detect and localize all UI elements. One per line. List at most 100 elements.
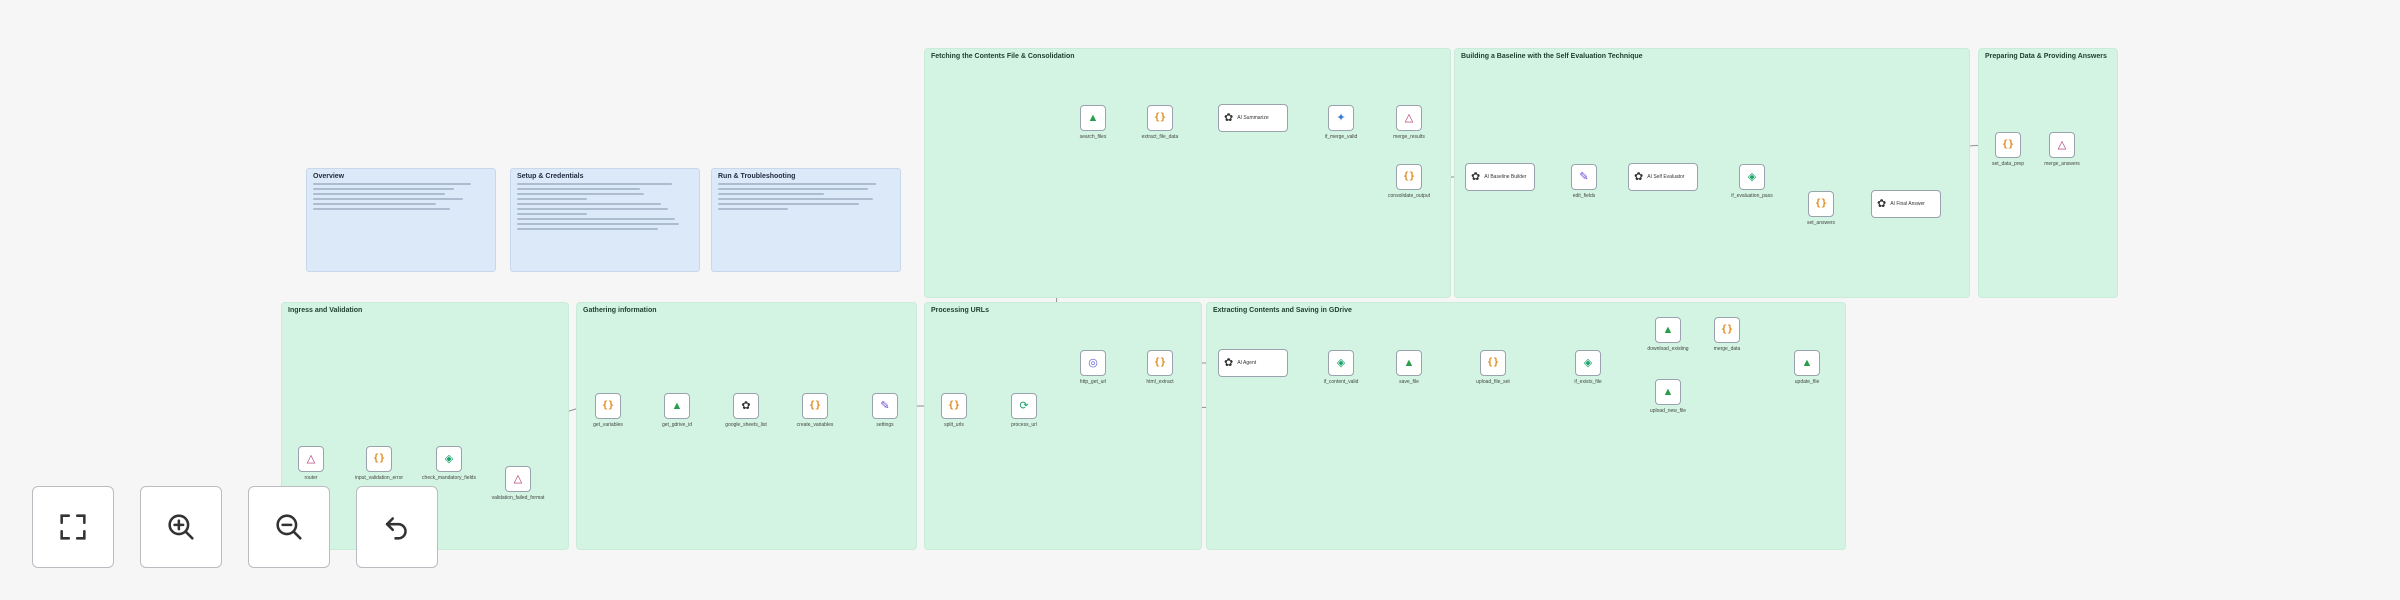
merge-answers-node[interactable]: △ (2049, 132, 2075, 158)
node-label: edit_fields (1572, 193, 1596, 199)
node-label: AI Self Evaluator (1647, 174, 1685, 180)
set-answers-node[interactable]: {} (1808, 191, 1834, 217)
ai-agent-icon: ✿ (1634, 170, 1644, 183)
summarize-node[interactable]: ✿AI Summarize (1218, 104, 1288, 132)
router-node[interactable]: △ (298, 446, 324, 472)
brace-icon: {} (1486, 357, 1500, 368)
google-drive-icon: ▲ (1662, 323, 1674, 336)
group-gathering: Gathering information (576, 302, 917, 550)
note-title: Overview (313, 173, 345, 180)
check-fields-node[interactable]: ◈ (436, 446, 462, 472)
brace-icon: {} (1720, 324, 1734, 335)
update-file-node[interactable]: ▲ (1794, 350, 1820, 376)
node-label: get_variables (593, 422, 623, 428)
consolidate-node[interactable]: {} (1396, 164, 1422, 190)
if-exists-node[interactable]: ◈ (1575, 350, 1601, 376)
ai-evaluator-node[interactable]: ✿AI Self Evaluator (1628, 163, 1698, 191)
node-label: split_urls (944, 422, 964, 428)
undo-button[interactable] (356, 486, 438, 568)
create-variables-node[interactable]: {} (802, 393, 828, 419)
validation-error-node[interactable]: △ (505, 466, 531, 492)
google-drive-icon: ▲ (1403, 356, 1415, 369)
edit-icon: ✎ (1579, 170, 1589, 183)
brace-icon: {} (2001, 139, 2015, 150)
brace-icon: {} (1153, 357, 1167, 368)
loop-icon: ⟳ (1019, 399, 1029, 412)
split-urls-node[interactable]: {} (941, 393, 967, 419)
node-label: AI Agent (1237, 360, 1257, 366)
note-run[interactable]: Run & Troubleshooting (711, 168, 901, 272)
group-fetching: Fetching the Contents File & Consolidati… (924, 48, 1451, 298)
google-drive-icon: ▲ (671, 399, 683, 412)
group-title: Ingress and Validation (288, 307, 363, 314)
ai-agent-icon: ✿ (1877, 197, 1887, 210)
node-label: if_evaluation_pass (1731, 193, 1773, 199)
node-label: consolidate_output (1388, 193, 1430, 199)
node-label: validation_failed_format (491, 495, 545, 501)
google-drive-icon: ▲ (1801, 356, 1813, 369)
zoom-in-icon (168, 514, 194, 540)
brace-icon: {} (947, 400, 961, 411)
node-label: AI Baseline Builder (1484, 174, 1527, 180)
merge-icon: △ (1404, 111, 1414, 124)
node-label: settings (876, 422, 894, 428)
ai-baseline-node[interactable]: ✿AI Baseline Builder (1465, 163, 1535, 191)
group-extracting: Extracting Contents and Saving in GDrive (1206, 302, 1846, 550)
save-file-node[interactable]: ▲ (1396, 350, 1422, 376)
input-validation-node[interactable]: {} (366, 446, 392, 472)
group-title: Preparing Data & Providing Answers (1985, 53, 2107, 60)
html-extract-node[interactable]: {} (1147, 350, 1173, 376)
note-overview[interactable]: Overview (306, 168, 496, 272)
edit-fields-node[interactable]: ✎ (1571, 164, 1597, 190)
fit-view-icon (60, 514, 86, 540)
node-label: create_variables (796, 422, 834, 428)
get-variables-node[interactable]: {} (595, 393, 621, 419)
brace-icon: {} (1153, 112, 1167, 123)
ai-agent-icon: ✿ (1224, 356, 1234, 369)
merge-icon: △ (513, 472, 523, 485)
zoom-out-button[interactable] (248, 486, 330, 568)
node-label: set_answers (1806, 220, 1836, 226)
ai-agent-icon: ✿ (1471, 170, 1481, 183)
process-urls-node[interactable]: ⟳ (1011, 393, 1037, 419)
gdrive-files-node[interactable]: ▲ (1080, 105, 1106, 131)
ai-final-node[interactable]: ✿AI Final Answer (1871, 190, 1941, 218)
settings-node[interactable]: ✎ (872, 393, 898, 419)
node-label: set_data_prep (1992, 161, 2024, 167)
note-setup[interactable]: Setup & Credentials (510, 168, 700, 272)
ai-agent-extract-node[interactable]: ✿AI Agent (1218, 349, 1288, 377)
node-label: merge_results (1393, 134, 1425, 140)
merge-icon: △ (2057, 138, 2067, 151)
group-preparing: Preparing Data & Providing Answers (1978, 48, 2118, 298)
if-icon: ◈ (1336, 356, 1346, 369)
brace-icon: {} (1814, 198, 1828, 209)
get-gdrive-node[interactable]: ▲ (664, 393, 690, 419)
fit-view-button[interactable] (32, 486, 114, 568)
if-icon: ◈ (444, 452, 454, 465)
brace-icon: {} (601, 400, 615, 411)
node-label: update_file (1794, 379, 1820, 385)
node-label: AI Final Answer (1890, 201, 1925, 207)
ai-agent-icon: ✿ (741, 399, 751, 412)
merge-results-node[interactable]: △ (1396, 105, 1422, 131)
merge-data-node[interactable]: {} (1714, 317, 1740, 343)
if-evaluation-node[interactable]: ◈ (1739, 164, 1765, 190)
extract-fields-node[interactable]: {} (1147, 105, 1173, 131)
zoom-in-button[interactable] (140, 486, 222, 568)
node-label: download_existing (1647, 346, 1689, 352)
if-content-node[interactable]: ◈ (1328, 350, 1354, 376)
if-icon: ✦ (1336, 111, 1346, 124)
node-label: search_files (1079, 134, 1107, 140)
set-data-node[interactable]: {} (1995, 132, 2021, 158)
node-label: http_get_url (1079, 379, 1107, 385)
download-existing-node[interactable]: ▲ (1655, 317, 1681, 343)
http-get-node[interactable]: ◎ (1080, 350, 1106, 376)
node-label: merge_answers (2044, 161, 2080, 167)
node-label: save_file (1399, 379, 1419, 385)
if-merge-node[interactable]: ✦ (1328, 105, 1354, 131)
upload-node[interactable]: {} (1480, 350, 1506, 376)
merge-icon: △ (306, 452, 316, 465)
google-sheets-node[interactable]: ✿ (733, 393, 759, 419)
upload-new-node[interactable]: ▲ (1655, 379, 1681, 405)
